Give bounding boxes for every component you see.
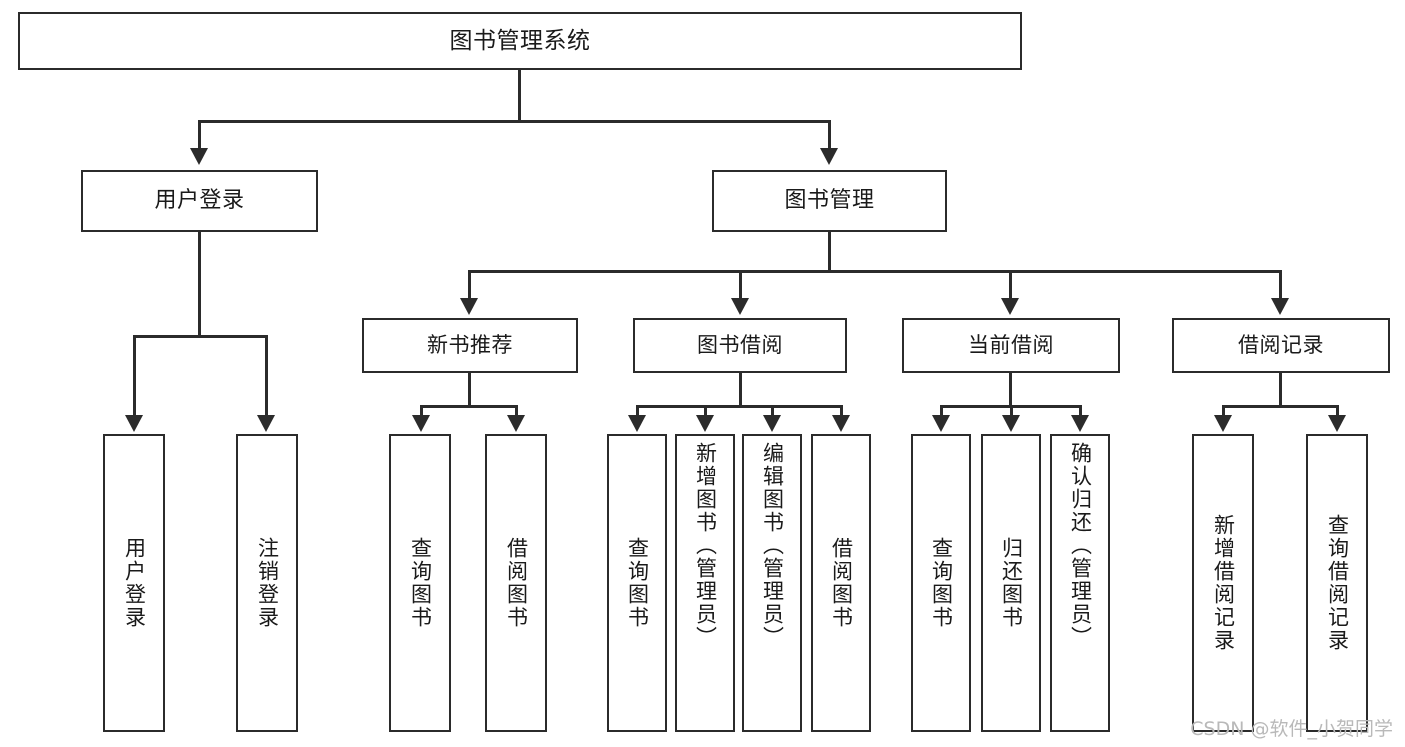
connector-drop-borrow-record — [1279, 270, 1282, 298]
connector-drop-leaf-return-book — [1010, 405, 1013, 417]
connector-drop-leaf-borrow-book-1 — [515, 405, 518, 417]
connector-drop-leaf-query-book-1 — [420, 405, 423, 417]
connector-current-borrow-stem — [1009, 373, 1012, 407]
connector-drop-leaf-user-login — [133, 335, 136, 417]
leaf-logout-login[interactable]: 注销登录 — [236, 434, 298, 732]
arrow-to-leaf-query-book-3 — [932, 415, 950, 432]
node-label: 查询图书 — [929, 537, 954, 629]
connector-level2-bus — [198, 120, 830, 123]
arrow-to-leaf-confirm-return — [1071, 415, 1089, 432]
arrow-to-leaf-add-book — [696, 415, 714, 432]
node-label: 用户登录 — [122, 537, 147, 629]
arrow-to-leaf-query-book-1 — [412, 415, 430, 432]
node-label: 注销登录 — [255, 537, 280, 629]
connector-user-login-bus — [133, 335, 268, 338]
connector-new-book-recommend-stem — [468, 373, 471, 407]
connector-borrow-record-bus — [1222, 405, 1339, 408]
node-user-login[interactable]: 用户登录 — [81, 170, 318, 232]
arrow-to-leaf-return-book — [1002, 415, 1020, 432]
leaf-query-book-2[interactable]: 查询图书 — [607, 434, 667, 732]
node-label: 当前借阅 — [968, 333, 1054, 358]
leaf-query-book-3[interactable]: 查询图书 — [911, 434, 971, 732]
leaf-add-record[interactable]: 新增借阅记录 — [1192, 434, 1254, 732]
connector-drop-leaf-confirm-return — [1079, 405, 1082, 417]
connector-book-manage-stem — [828, 232, 831, 272]
arrow-to-leaf-add-record — [1214, 415, 1232, 432]
connector-drop-leaf-logout-login — [265, 335, 268, 417]
connector-drop-leaf-add-book — [704, 405, 707, 417]
node-book-manage[interactable]: 图书管理 — [712, 170, 947, 232]
node-label: 借阅记录 — [1238, 333, 1324, 358]
arrow-to-leaf-edit-book — [763, 415, 781, 432]
node-label: 归还图书 — [999, 537, 1024, 629]
connector-drop-book-borrow — [739, 270, 742, 298]
node-label: 确认归还（管理员） — [1068, 442, 1093, 649]
leaf-edit-book[interactable]: 编辑图书（管理员） — [742, 434, 802, 732]
connector-user-login-stem — [198, 232, 201, 337]
node-root-system[interactable]: 图书管理系统 — [18, 12, 1022, 70]
connector-root-stem — [518, 70, 521, 122]
connector-drop-leaf-query-book-3 — [940, 405, 943, 417]
leaf-user-login[interactable]: 用户登录 — [103, 434, 165, 732]
connector-drop-leaf-edit-book — [771, 405, 774, 417]
arrow-to-book-manage — [820, 148, 838, 165]
node-label: 查询图书 — [625, 537, 650, 629]
node-label: 图书借阅 — [697, 333, 783, 358]
leaf-borrow-book-2[interactable]: 借阅图书 — [811, 434, 871, 732]
node-label: 用户登录 — [154, 188, 245, 214]
node-borrow-record[interactable]: 借阅记录 — [1172, 318, 1390, 373]
leaf-query-record[interactable]: 查询借阅记录 — [1306, 434, 1368, 732]
arrow-to-leaf-user-login — [125, 415, 143, 432]
node-label: 借阅图书 — [504, 537, 529, 629]
connector-drop-leaf-add-record — [1222, 405, 1225, 417]
arrow-to-borrow-record — [1271, 298, 1289, 315]
connector-book-borrow-stem — [739, 373, 742, 407]
connector-borrow-record-stem — [1279, 373, 1282, 407]
arrow-to-book-borrow — [731, 298, 749, 315]
node-label: 查询借阅记录 — [1325, 514, 1350, 652]
connector-drop-leaf-borrow-book-2 — [840, 405, 843, 417]
leaf-borrow-book-1[interactable]: 借阅图书 — [485, 434, 547, 732]
arrow-to-leaf-query-book-2 — [628, 415, 646, 432]
connector-drop-leaf-query-record — [1336, 405, 1339, 417]
arrow-to-leaf-logout-login — [257, 415, 275, 432]
node-book-borrow[interactable]: 图书借阅 — [633, 318, 847, 373]
arrow-to-user-login — [190, 148, 208, 165]
connector-new-book-recommend-bus — [420, 405, 518, 408]
arrow-to-leaf-query-record — [1328, 415, 1346, 432]
node-label: 查询图书 — [408, 537, 433, 629]
leaf-return-book[interactable]: 归还图书 — [981, 434, 1041, 732]
node-label: 新书推荐 — [427, 333, 513, 358]
leaf-add-book[interactable]: 新增图书（管理员） — [675, 434, 735, 732]
node-label: 图书管理系统 — [449, 27, 591, 54]
arrow-to-leaf-borrow-book-1 — [507, 415, 525, 432]
node-label: 编辑图书（管理员） — [760, 442, 785, 649]
connector-drop-leaf-query-book-2 — [636, 405, 639, 417]
node-current-borrow[interactable]: 当前借阅 — [902, 318, 1120, 373]
leaf-query-book-1[interactable]: 查询图书 — [389, 434, 451, 732]
connector-drop-new-book-recommend — [468, 270, 471, 298]
connector-level3-bus — [468, 270, 1282, 273]
leaf-confirm-return[interactable]: 确认归还（管理员） — [1050, 434, 1110, 732]
arrow-to-leaf-borrow-book-2 — [832, 415, 850, 432]
connector-book-borrow-bus — [636, 405, 842, 408]
node-label: 借阅图书 — [829, 537, 854, 629]
connector-drop-current-borrow — [1009, 270, 1012, 298]
node-new-book-recommend[interactable]: 新书推荐 — [362, 318, 578, 373]
node-label: 图书管理 — [784, 188, 875, 214]
node-label: 新增图书（管理员） — [693, 442, 718, 649]
arrow-to-current-borrow — [1001, 298, 1019, 315]
connector-level2-drop-user-login — [198, 120, 201, 148]
connector-level2-drop-book-manage — [828, 120, 831, 148]
node-label: 新增借阅记录 — [1211, 514, 1236, 652]
arrow-to-new-book-recommend — [460, 298, 478, 315]
